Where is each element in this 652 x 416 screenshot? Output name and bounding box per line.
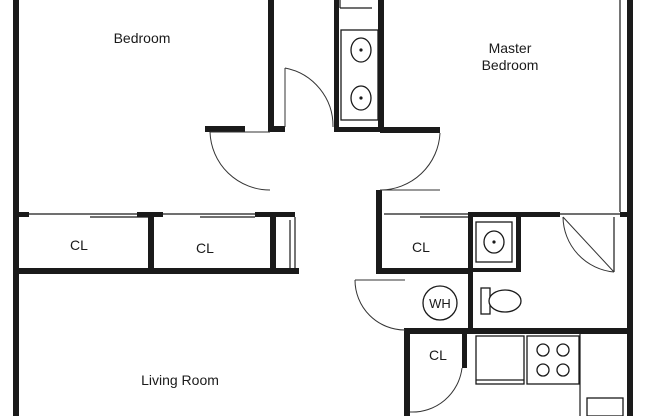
water-heater-label: WH bbox=[429, 296, 451, 311]
closet-label-4: CL bbox=[429, 347, 447, 363]
bath-right-wall bbox=[378, 0, 384, 132]
closet-top-wall-2 bbox=[137, 212, 163, 217]
bath-bottom-wall bbox=[334, 127, 382, 132]
left-outer-wall bbox=[13, 0, 19, 416]
closet-bottom-wall bbox=[19, 268, 299, 274]
bath2-left-wall bbox=[468, 212, 473, 334]
closet-right-wall bbox=[270, 212, 276, 274]
walls bbox=[13, 0, 633, 416]
door-swings bbox=[209, 67, 615, 413]
stove bbox=[526, 335, 580, 385]
bedroom-bottom-wall-left bbox=[205, 126, 245, 132]
closet-divider bbox=[148, 212, 154, 274]
wh-bottom-wall bbox=[406, 328, 633, 334]
bedroom-right-wall bbox=[268, 0, 274, 132]
fixtures bbox=[340, 29, 624, 416]
closet-label-1: CL bbox=[70, 237, 88, 253]
counter-sink bbox=[586, 397, 624, 416]
bedroom-label: Bedroom bbox=[113, 30, 171, 46]
bath-left-wall bbox=[334, 0, 339, 132]
master-right-stub bbox=[620, 212, 633, 217]
lower-closet-left-wall bbox=[404, 328, 410, 416]
master-closet-top-wall bbox=[470, 212, 560, 217]
master-closet-bottom-wall bbox=[376, 268, 472, 274]
closet-label-3: CL bbox=[412, 239, 430, 255]
fridge bbox=[475, 335, 525, 385]
master-bedroom-label: Master Bedroom bbox=[481, 40, 539, 73]
living-room-label: Living Room bbox=[141, 372, 219, 388]
toilet-bowl bbox=[488, 289, 522, 313]
bedroom-bottom-wall-right bbox=[268, 126, 285, 132]
thin-lines bbox=[29, 0, 621, 272]
master-bottom-wall bbox=[380, 127, 440, 133]
right-outer-wall bbox=[627, 0, 633, 416]
bath2-mid-wall bbox=[470, 268, 520, 272]
closet-label-2: CL bbox=[196, 240, 214, 256]
closet-top-wall-1 bbox=[19, 212, 29, 217]
bath2-right-wall bbox=[516, 212, 521, 272]
lower-closet-right-wall bbox=[462, 328, 467, 368]
water-heater bbox=[422, 285, 458, 321]
hall-closet-left-wall bbox=[376, 190, 382, 274]
